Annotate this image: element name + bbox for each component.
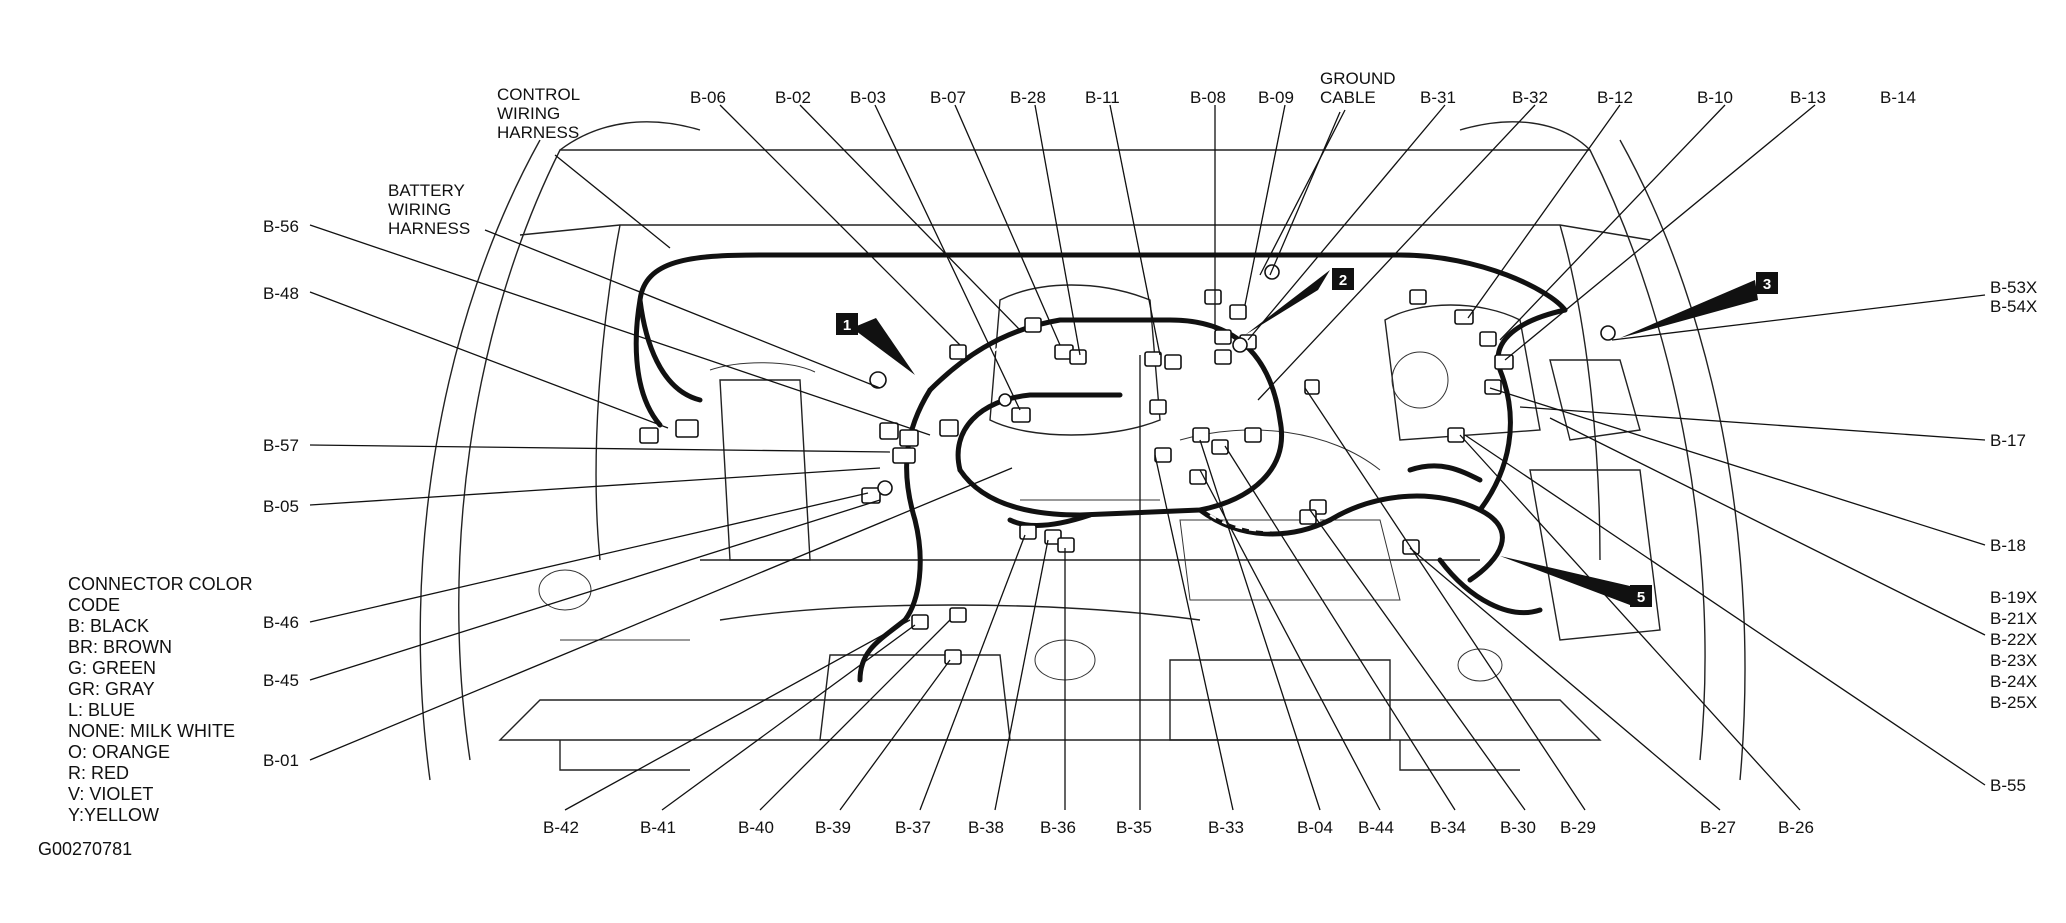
figure-id: G00270781	[38, 839, 132, 859]
label-b19x: B-19X	[1990, 588, 2037, 607]
label-b26: B-26	[1778, 818, 1814, 837]
bottom-connector-labels: B-42 B-41 B-40 B-39 B-37 B-38 B-36 B-35 …	[543, 818, 1814, 837]
label-b02: B-02	[775, 88, 811, 107]
label-b41: B-41	[640, 818, 676, 837]
label-b24x: B-24X	[1990, 672, 2037, 691]
label-b01: B-01	[263, 751, 299, 770]
control-harness-line2: WIRING	[497, 104, 560, 123]
label-b40: B-40	[738, 818, 774, 837]
legend-item: L: BLUE	[68, 700, 135, 720]
label-b28: B-28	[1010, 88, 1046, 107]
control-harness-line3: HARNESS	[497, 123, 579, 142]
label-b34: B-34	[1430, 818, 1466, 837]
label-b07: B-07	[930, 88, 966, 107]
battery-harness-label: BATTERY WIRING HARNESS	[388, 181, 470, 238]
label-b30: B-30	[1500, 818, 1536, 837]
label-b48: B-48	[263, 284, 299, 303]
label-b37: B-37	[895, 818, 931, 837]
label-b22x: B-22X	[1990, 630, 2037, 649]
label-b08: B-08	[1190, 88, 1226, 107]
label-b56: B-56	[263, 217, 299, 236]
legend-item: O: ORANGE	[68, 742, 170, 762]
ground-cable-line1: GROUND	[1320, 69, 1396, 88]
leader-lines	[309, 104, 1986, 811]
battery-harness-line1: BATTERY	[388, 181, 465, 200]
label-b23x: B-23X	[1990, 651, 2037, 670]
legend-item: B: BLACK	[68, 616, 149, 636]
label-b04: B-04	[1297, 818, 1333, 837]
top-connector-labels: B-06 B-02 B-03 B-07 B-28 B-11 B-08 B-09 …	[690, 88, 1916, 107]
control-harness-label: CONTROL WIRING HARNESS	[497, 85, 580, 142]
ground-cable-label: GROUND CABLE	[1320, 69, 1396, 107]
label-b29: B-29	[1560, 818, 1596, 837]
callout-1: 1	[836, 313, 915, 375]
legend-item: BR: BROWN	[68, 637, 172, 657]
legend-title-line2: CODE	[68, 595, 120, 615]
label-b32: B-32	[1512, 88, 1548, 107]
control-harness-line1: CONTROL	[497, 85, 580, 104]
legend-item: R: RED	[68, 763, 129, 783]
label-b44: B-44	[1358, 818, 1394, 837]
connector-color-legend: CONNECTOR COLOR CODE B: BLACK BR: BROWN …	[68, 574, 253, 825]
label-b55: B-55	[1990, 776, 2026, 795]
label-b39: B-39	[815, 818, 851, 837]
label-b18: B-18	[1990, 536, 2026, 555]
callout-5: 5	[1500, 556, 1652, 607]
label-b03: B-03	[850, 88, 886, 107]
harness-wires	[633, 252, 1568, 683]
label-b13: B-13	[1790, 88, 1826, 107]
callout-2: 2	[1245, 268, 1354, 335]
callout-2-number: 2	[1339, 272, 1347, 289]
label-b46: B-46	[263, 613, 299, 632]
engine-bay-outline	[419, 121, 1746, 781]
left-connector-labels: B-56 B-48 B-57 B-05 B-46 B-45 B-01	[263, 217, 299, 770]
label-b35: B-35	[1116, 818, 1152, 837]
legend-item: GR: GRAY	[68, 679, 155, 699]
label-b14: B-14	[1880, 88, 1916, 107]
right-connector-labels: B-53X B-54X B-17 B-18 B-19X B-21X B-22X …	[1990, 278, 2037, 795]
callout-1-number: 1	[843, 317, 851, 334]
label-b53x: B-53X	[1990, 278, 2037, 297]
legend-item: V: VIOLET	[68, 784, 153, 804]
label-b12: B-12	[1597, 88, 1633, 107]
label-b06: B-06	[690, 88, 726, 107]
legend-item: G: GREEN	[68, 658, 156, 678]
label-b27: B-27	[1700, 818, 1736, 837]
ground-cable-line2: CABLE	[1320, 88, 1376, 107]
legend-item: NONE: MILK WHITE	[68, 721, 235, 741]
label-b11: B-11	[1085, 88, 1120, 107]
label-b31: B-31	[1420, 88, 1456, 107]
battery-harness-line2: WIRING	[388, 200, 451, 219]
legend-item: Y:YELLOW	[68, 805, 159, 825]
label-b21x: B-21X	[1990, 609, 2037, 628]
label-b42: B-42	[543, 818, 579, 837]
label-b09: B-09	[1258, 88, 1294, 107]
label-b54x: B-54X	[1990, 297, 2037, 316]
label-b25x: B-25X	[1990, 693, 2037, 712]
callout-5-number: 5	[1637, 589, 1645, 606]
label-b05: B-05	[263, 497, 299, 516]
callout-3-number: 3	[1763, 276, 1771, 293]
callout-3: 3	[1620, 272, 1778, 338]
label-b33: B-33	[1208, 818, 1244, 837]
label-b45: B-45	[263, 671, 299, 690]
label-b36: B-36	[1040, 818, 1076, 837]
label-b10: B-10	[1697, 88, 1733, 107]
label-b17: B-17	[1990, 431, 2026, 450]
label-b57: B-57	[263, 436, 299, 455]
label-b38: B-38	[968, 818, 1004, 837]
battery-harness-line3: HARNESS	[388, 219, 470, 238]
legend-title-line1: CONNECTOR COLOR	[68, 574, 253, 594]
